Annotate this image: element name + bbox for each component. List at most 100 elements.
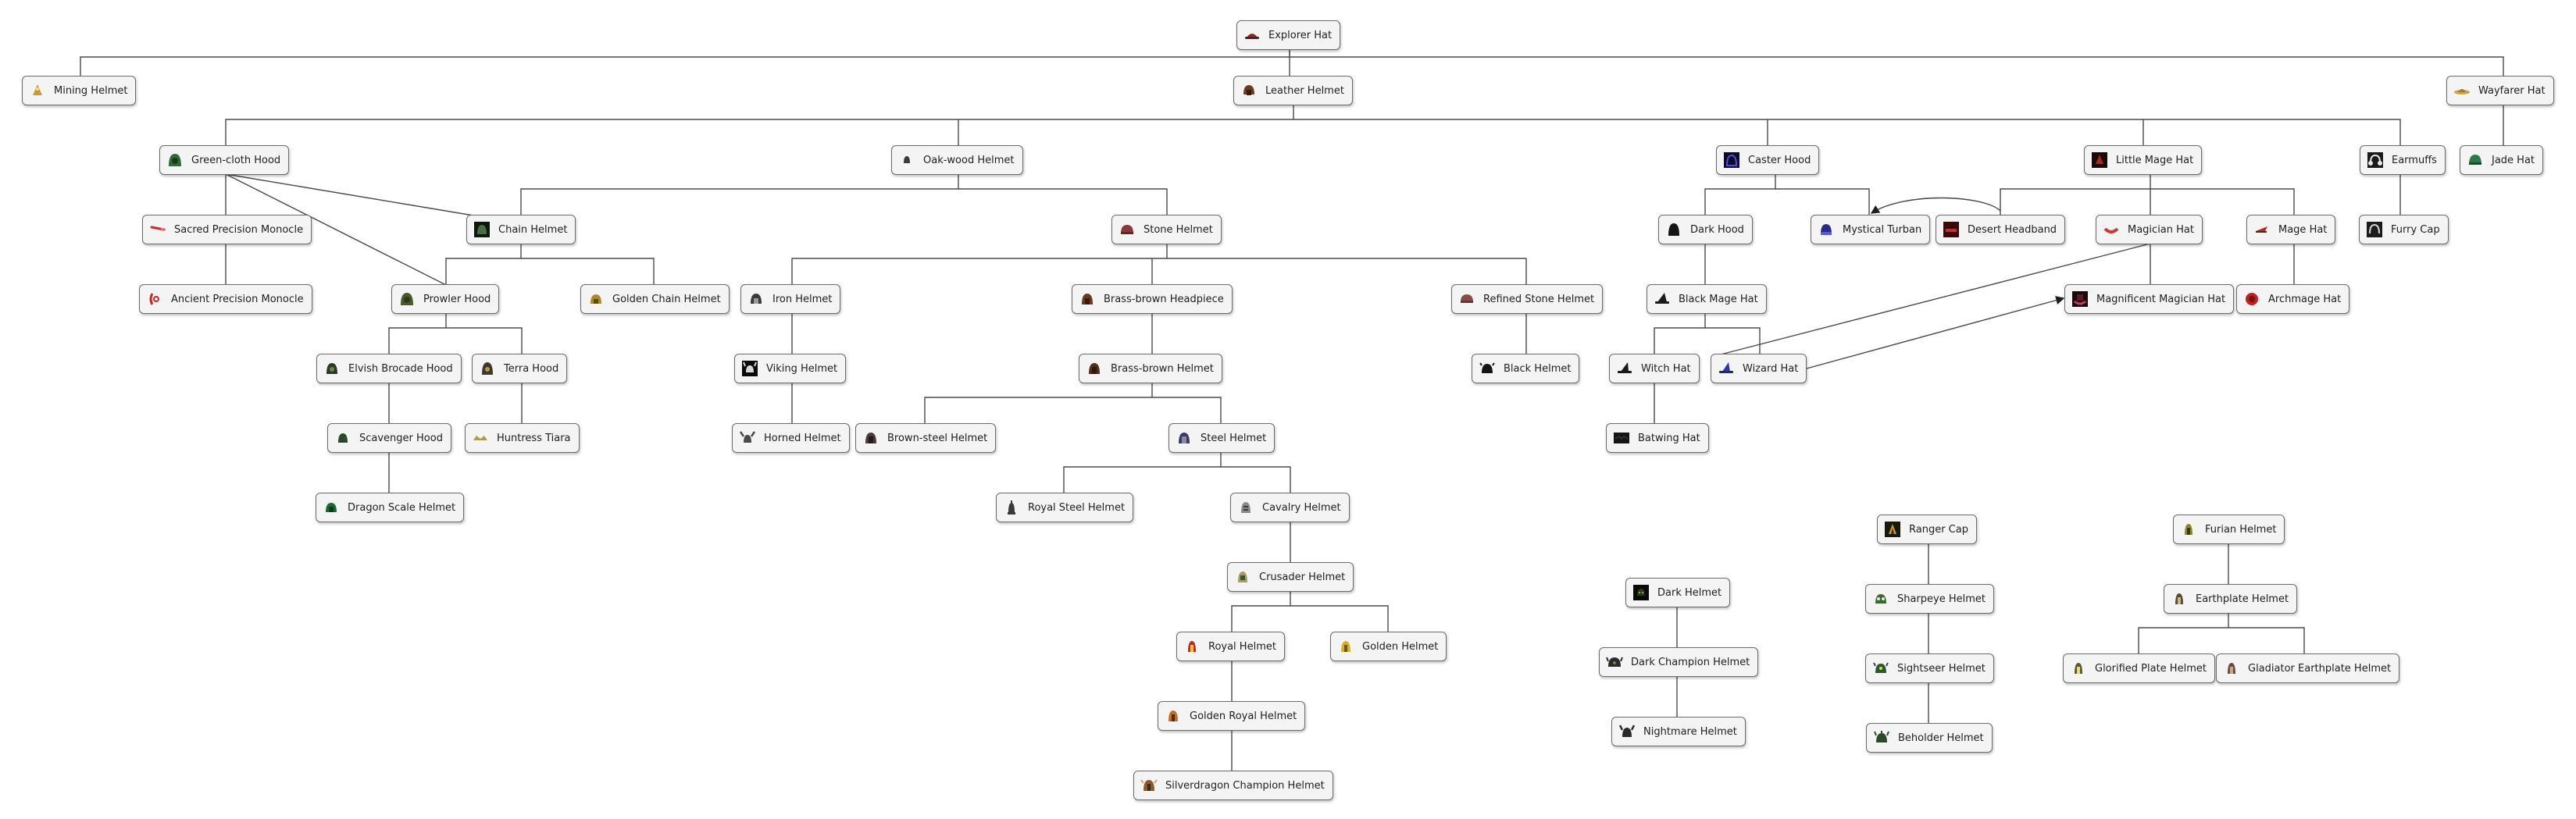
node-dark-champion-helmet[interactable]: Dark Champion Helmet [1599,647,1759,677]
node-golden-chain-helmet[interactable]: Golden Chain Helmet [580,284,730,314]
node-royal-steel-helmet[interactable]: Royal Steel Helmet [996,493,1134,522]
silverdragon-helmet-icon [1140,777,1158,794]
furian-helmet-icon [2180,521,2197,538]
node-label: Wizard Hat [1743,362,1799,375]
node-viking-helmet[interactable]: Viking Helmet [734,354,847,383]
sharpeye-helmet-icon [1872,590,1889,607]
node-label: Green-cloth Hood [191,154,281,166]
node-earthplate-helmet[interactable]: Earthplate Helmet [2164,584,2298,614]
node-label: Desert Headband [1968,223,2057,236]
terra-hood-icon [479,360,496,377]
node-silverdragon-champion-helmet[interactable]: Silverdragon Champion Helmet [1133,771,1333,800]
node-label: Nightmare Helmet [1643,725,1737,738]
node-sacred-precision-monocle[interactable]: Sacred Precision Monocle [142,215,312,244]
node-dragon-scale-helmet[interactable]: Dragon Scale Helmet [316,493,465,522]
node-cavalry-helmet[interactable]: Cavalry Helmet [1230,493,1350,522]
node-crusader-helmet[interactable]: Crusader Helmet [1227,562,1354,592]
node-brass-brown-helmet[interactable]: Brass-brown Helmet [1079,354,1222,383]
node-glorified-plate-helmet[interactable]: Glorified Plate Helmet [2063,653,2215,683]
node-royal-helmet[interactable]: Royal Helmet [1176,632,1285,661]
node-label: Steel Helmet [1201,432,1267,444]
node-steel-helmet[interactable]: Steel Helmet [1168,423,1276,453]
brown-steel-helmet-icon [862,429,879,447]
node-black-helmet[interactable]: Black Helmet [1472,354,1580,383]
node-nightmare-helmet[interactable]: Nightmare Helmet [1611,717,1746,746]
refined-stone-helmet-icon [1458,290,1475,308]
node-witch-hat[interactable]: Witch Hat [1609,354,1700,383]
magician-hat-icon [2103,221,2120,238]
node-magnificent-magician-hat[interactable]: Magnificent Magician Hat [2064,284,2235,314]
royal-helmet-icon [1183,638,1201,655]
beholder-helmet-icon [1873,729,1890,746]
node-caster-hood[interactable]: Caster Hood [1716,145,1820,175]
node-beholder-helmet[interactable]: Beholder Helmet [1866,723,1993,753]
node-label: Mining Helmet [54,84,128,97]
chain-helmet-icon [473,221,491,238]
node-leather-helmet[interactable]: Leather Helmet [1233,76,1353,105]
node-mage-hat[interactable]: Mage Hat [2246,215,2336,244]
node-horned-helmet[interactable]: Horned Helmet [732,423,850,453]
node-label: Mystical Turban [1843,223,1922,236]
node-archmage-hat[interactable]: Archmage Hat [2236,284,2350,314]
node-terra-hood[interactable]: Terra Hood [472,354,568,383]
node-label: Explorer Hat [1268,29,1333,41]
node-prowler-hood[interactable]: Prowler Hood [391,284,500,314]
node-oak-wood-helmet[interactable]: Oak-wood Helmet [891,145,1023,175]
sacred-monocle-icon [149,221,166,238]
edge-earthplate-children [2138,613,2305,654]
node-sightseer-helmet[interactable]: Sightseer Helmet [1865,653,1994,683]
node-dark-hood[interactable]: Dark Hood [1658,215,1753,244]
edge-littlemage-children [2000,174,2295,215]
node-wizard-hat[interactable]: Wizard Hat [1711,354,1807,383]
glorified-plate-helmet-icon [2070,660,2087,677]
node-scavenger-hood[interactable]: Scavenger Hood [327,423,451,453]
node-black-mage-hat[interactable]: Black Mage Hat [1647,284,1767,314]
node-brass-brown-headpiece[interactable]: Brass-brown Headpiece [1072,284,1233,314]
node-label: Brass-brown Helmet [1111,362,1214,375]
node-magician-hat[interactable]: Magician Hat [2096,215,2203,244]
node-elvish-brocade-hood[interactable]: Elvish Brocade Hood [316,354,462,383]
node-wayfarer-hat[interactable]: Wayfarer Hat [2446,76,2554,105]
node-golden-royal-helmet[interactable]: Golden Royal Helmet [1158,701,1306,731]
node-sharpeye-helmet[interactable]: Sharpeye Helmet [1865,584,1995,614]
royal-steel-helmet-icon [1003,499,1020,516]
node-refined-stone-helmet[interactable]: Refined Stone Helmet [1451,284,1604,314]
node-gladiator-earthplate-helmet[interactable]: Gladiator Earthplate Helmet [2216,653,2400,683]
node-green-cloth-hood[interactable]: Green-cloth Hood [159,145,290,175]
black-mage-hat-icon [1654,290,1671,308]
golden-royal-helmet-icon [1165,707,1182,725]
elvish-hood-icon [323,360,341,377]
node-chain-helmet[interactable]: Chain Helmet [466,215,576,244]
node-little-mage-hat[interactable]: Little Mage Hat [2084,145,2203,175]
jade-hat-icon [2467,151,2484,169]
node-label: Caster Hood [1748,154,1811,166]
node-batwing-hat[interactable]: Batwing Hat [1606,423,1709,453]
node-mystical-turban[interactable]: Mystical Turban [1811,215,1931,244]
node-furian-helmet[interactable]: Furian Helmet [2173,515,2285,544]
node-ranger-cap[interactable]: Ranger Cap [1877,515,1977,544]
node-furry-cap[interactable]: Furry Cap [2359,215,2449,244]
node-brown-steel-helmet[interactable]: Brown-steel Helmet [855,423,997,453]
edge-crusader-children [1231,591,1389,632]
node-label: Stone Helmet [1144,223,1213,236]
node-huntress-tiara[interactable]: Huntress Tiara [465,423,580,453]
brass-headpiece-icon [1079,290,1096,308]
gladiator-helmet-icon [2223,660,2240,677]
node-label: Refined Stone Helmet [1483,293,1595,305]
node-explorer-hat[interactable]: Explorer Hat [1236,20,1341,50]
edge-magician-wizard [1720,243,2151,355]
earthplate-helmet-icon [2171,590,2188,607]
node-label: Dragon Scale Helmet [348,501,456,514]
node-jade-hat[interactable]: Jade Hat [2460,145,2544,175]
node-iron-helmet[interactable]: Iron Helmet [740,284,841,314]
dragon-scale-helmet-icon [323,499,340,516]
edge-littlemage-turban [1870,197,2001,214]
node-ancient-precision-monocle[interactable]: Ancient Precision Monocle [139,284,312,314]
node-stone-helmet[interactable]: Stone Helmet [1111,215,1222,244]
node-mining-helmet[interactable]: Mining Helmet [22,76,137,105]
node-golden-helmet[interactable]: Golden Helmet [1330,632,1447,661]
node-earmuffs[interactable]: Earmuffs [2360,145,2446,175]
node-desert-headband[interactable]: Desert Headband [1936,215,2066,244]
node-dark-helmet[interactable]: Dark Helmet [1625,578,1731,607]
